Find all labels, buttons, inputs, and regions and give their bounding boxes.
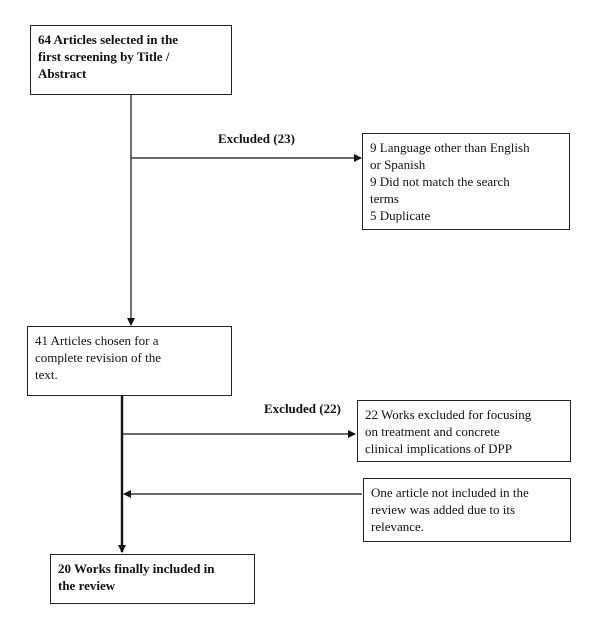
box-line: first screening by Title / [38,49,170,64]
box-line: complete revision of the [35,350,161,365]
box-line: relevance. [371,519,425,534]
box-line: 64 Articles selected in the [38,32,179,47]
box-line: on treatment and concrete [365,424,500,439]
box-line: terms [370,191,399,206]
excluded-reasons-box-2: 22 Works excluded for focusing on treatm… [357,400,571,462]
box-line: 9 Language other than English [370,140,530,155]
full-revision-box: 41 Articles chosen for a complete revisi… [27,326,232,396]
box-line: clinical implications of DPP [365,441,512,456]
box-line: review was added due to its [371,502,516,517]
excluded-label-1: Excluded (23) [218,131,295,146]
box-line: 41 Articles chosen for a [35,333,159,348]
box-line: 20 Works finally included in [58,561,215,576]
box-line: 9 Did not match the search [370,174,510,189]
box-line: 5 Duplicate [370,208,431,223]
box-line: or Spanish [370,157,426,172]
box-line: One article not included in the [371,485,529,500]
first-screening-box: 64 Articles selected in the first screen… [30,25,232,95]
excluded-label-2: Excluded (22) [264,401,341,416]
box-line: 22 Works excluded for focusing [365,407,532,422]
box-line: text. [35,367,58,382]
final-included-box: 20 Works finally included in the review [50,554,255,604]
excluded-reasons-box-1: 9 Language other than English or Spanish… [362,133,570,230]
box-line: Abstract [38,66,87,81]
box-line: the review [58,578,116,593]
added-article-box: One article not included in the review w… [363,478,571,542]
